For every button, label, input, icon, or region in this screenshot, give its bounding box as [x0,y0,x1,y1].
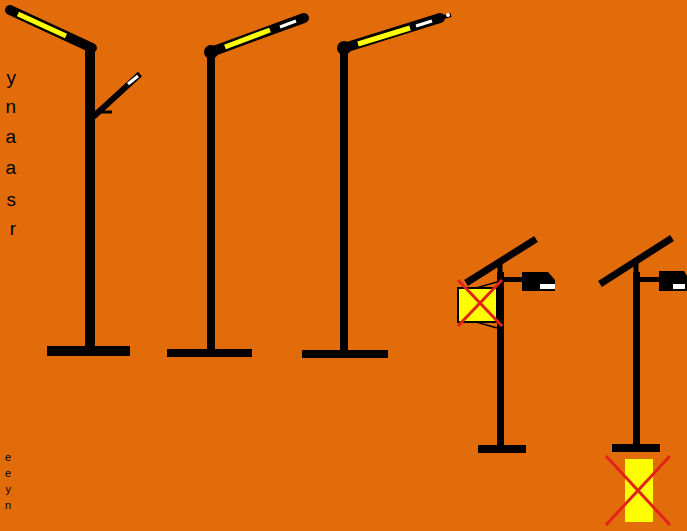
solar-lamp-pole-battery [458,239,555,453]
cropped-text-fragment: y [6,484,12,495]
cropped-text-fragment: n [5,97,16,116]
cropped-text-fragment: s [7,190,17,209]
cropped-text-fragment: y [7,68,17,87]
solar-lamp-ground-battery [600,238,687,525]
cropped-text-fragment: n [5,500,11,511]
cropped-text-fragment: a [5,158,16,177]
double-arm-lamp [10,10,140,356]
cropped-text-fragment: r [10,219,16,238]
single-arm-lamp [302,13,451,358]
cropped-text-fragment: e [5,468,11,479]
cropped-text-fragment: a [5,127,16,146]
cropped-text-fragment: e [5,452,11,463]
single-arm-lamp [167,18,304,357]
